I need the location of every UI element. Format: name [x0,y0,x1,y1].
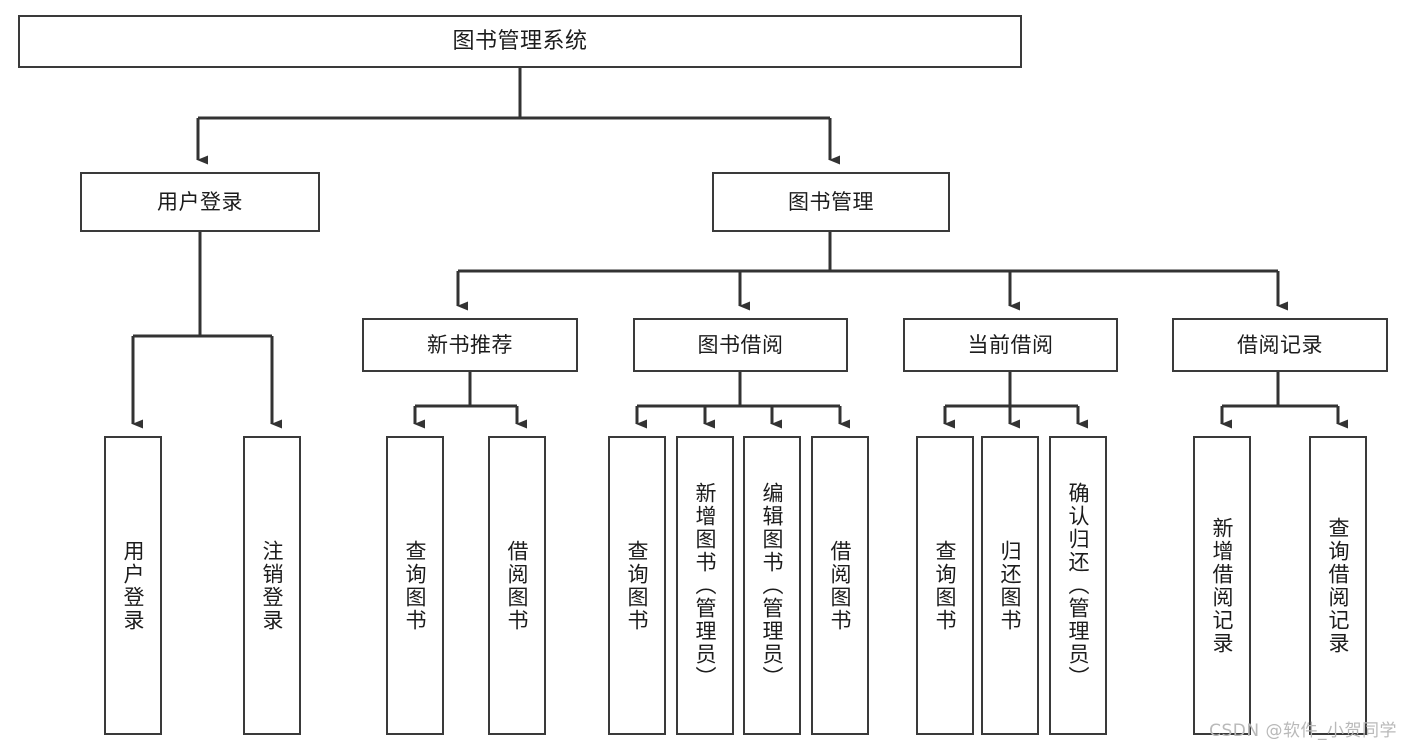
node-label: 新增图书（管理员） [693,482,718,689]
leaf-return-book[interactable]: 归还图书 [981,436,1039,735]
node-label: 借阅图书 [505,539,530,632]
node-label: 用户登录 [157,189,243,214]
node-root-library-management-system[interactable]: 图书管理系统 [18,15,1022,68]
leaf-confirm-return-admin[interactable]: 确认归还（管理员） [1049,436,1107,735]
node-label: 查询借阅记录 [1326,516,1351,655]
leaf-query-borrow-record[interactable]: 查询借阅记录 [1309,436,1367,735]
node-label: 确认归还（管理员） [1066,482,1091,689]
node-user-login[interactable]: 用户登录 [80,172,320,232]
leaf-edit-book-admin[interactable]: 编辑图书（管理员） [743,436,801,735]
leaf-query-book-borrow[interactable]: 查询图书 [608,436,666,735]
node-book-borrowing[interactable]: 图书借阅 [633,318,848,372]
node-label: 新书推荐 [427,332,513,357]
node-label: 图书管理系统 [452,28,588,54]
node-label: 新增借阅记录 [1210,516,1235,655]
node-label: 查询图书 [933,539,958,632]
leaf-query-book-current[interactable]: 查询图书 [916,436,974,735]
leaf-borrow-book[interactable]: 借阅图书 [811,436,869,735]
node-label: 借阅记录 [1237,332,1323,357]
node-label: 当前借阅 [967,332,1054,357]
leaf-borrow-book-recommend[interactable]: 借阅图书 [488,436,546,735]
leaf-query-book-recommend[interactable]: 查询图书 [386,436,444,735]
node-label: 注销登录 [260,539,285,632]
node-label: 用户登录 [121,539,146,632]
node-new-book-recommendation[interactable]: 新书推荐 [362,318,578,372]
node-borrowing-record[interactable]: 借阅记录 [1172,318,1388,372]
node-label: 图书管理 [788,189,874,214]
node-label: 查询图书 [625,539,650,632]
leaf-logout[interactable]: 注销登录 [243,436,301,735]
node-label: 编辑图书（管理员） [760,482,785,689]
leaf-user-login[interactable]: 用户登录 [104,436,162,735]
leaf-add-book-admin[interactable]: 新增图书（管理员） [676,436,734,735]
leaf-add-borrow-record[interactable]: 新增借阅记录 [1193,436,1251,735]
node-label: 图书借阅 [697,332,784,357]
node-current-borrowing[interactable]: 当前借阅 [903,318,1118,372]
node-label: 借阅图书 [828,539,853,632]
node-label: 查询图书 [403,539,428,632]
node-label: 归还图书 [998,539,1023,632]
node-book-management[interactable]: 图书管理 [712,172,950,232]
